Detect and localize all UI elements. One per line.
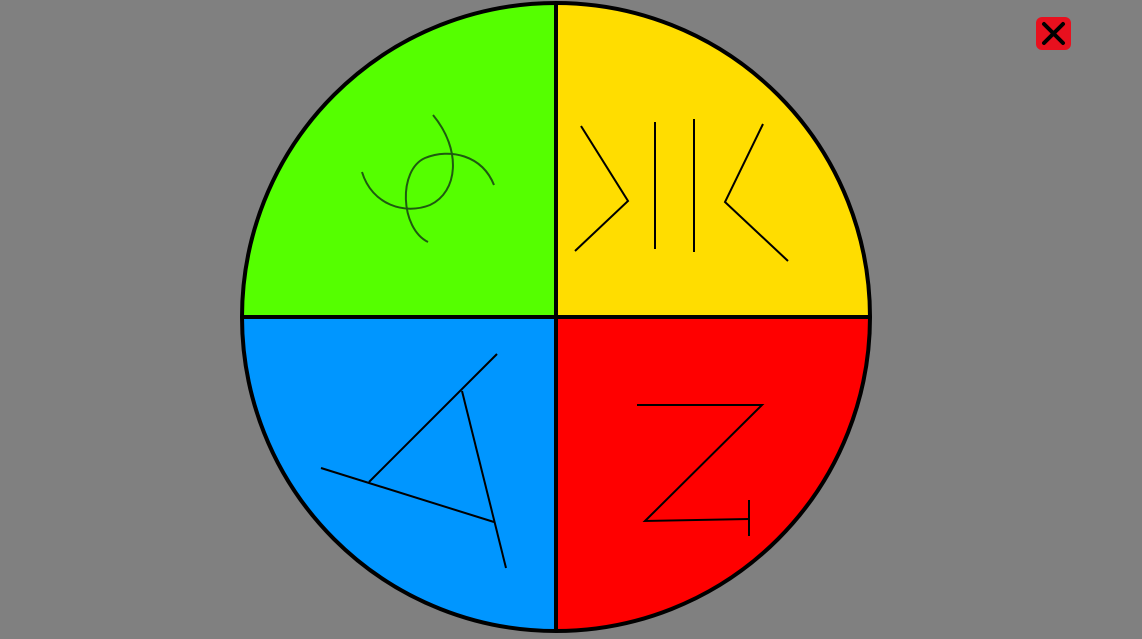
quadrant-blue[interactable]: [241, 317, 556, 632]
quadrant-yellow[interactable]: [556, 2, 871, 317]
interlocking-arcs-glyph: [361, 114, 495, 243]
mirrored-k-glyph: [574, 119, 789, 262]
close-button[interactable]: [1036, 17, 1071, 50]
quadrant-green[interactable]: [241, 2, 556, 317]
quadrant-red[interactable]: [556, 317, 871, 632]
triangle-glyph: [320, 353, 507, 569]
z-glyph: [637, 404, 765, 536]
close-icon: [1036, 17, 1071, 50]
